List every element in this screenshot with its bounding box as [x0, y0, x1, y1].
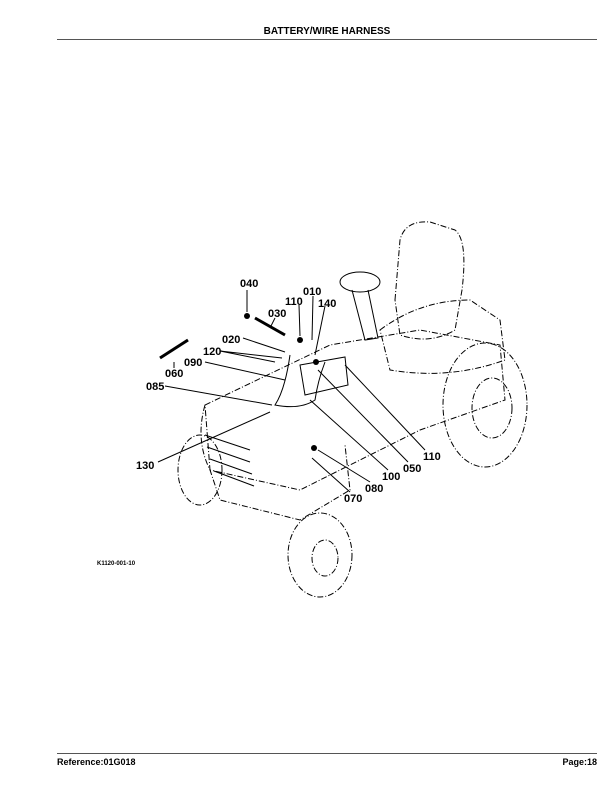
callout-120: 120 — [203, 346, 221, 358]
footer-rule — [57, 753, 597, 754]
callout-100: 100 — [382, 471, 400, 483]
callout-140: 140 — [318, 298, 336, 310]
callout-070: 070 — [344, 493, 362, 505]
tractor-drawing — [159, 221, 528, 598]
callout-110-right: 110 — [423, 451, 441, 463]
page-number: Page:18 — [562, 757, 597, 767]
callout-050: 050 — [403, 463, 421, 475]
callout-080: 080 — [365, 483, 383, 495]
callout-130: 130 — [136, 460, 154, 472]
callout-020: 020 — [222, 334, 240, 346]
callout-110: 110 — [285, 296, 303, 308]
callout-040: 040 — [240, 278, 258, 290]
leader-lines — [157, 290, 426, 493]
figure-code: K1120-001-10 — [97, 561, 136, 567]
callout-085: 085 — [146, 381, 164, 393]
callout-060: 060 — [165, 368, 183, 380]
callout-090: 090 — [184, 357, 202, 369]
page-title: BATTERY/WIRE HARNESS — [263, 26, 391, 37]
callout-030: 030 — [268, 308, 286, 320]
reference-code: Reference:01G018 — [57, 757, 136, 767]
header-rule — [57, 39, 597, 40]
callout-010: 010 — [303, 286, 321, 298]
